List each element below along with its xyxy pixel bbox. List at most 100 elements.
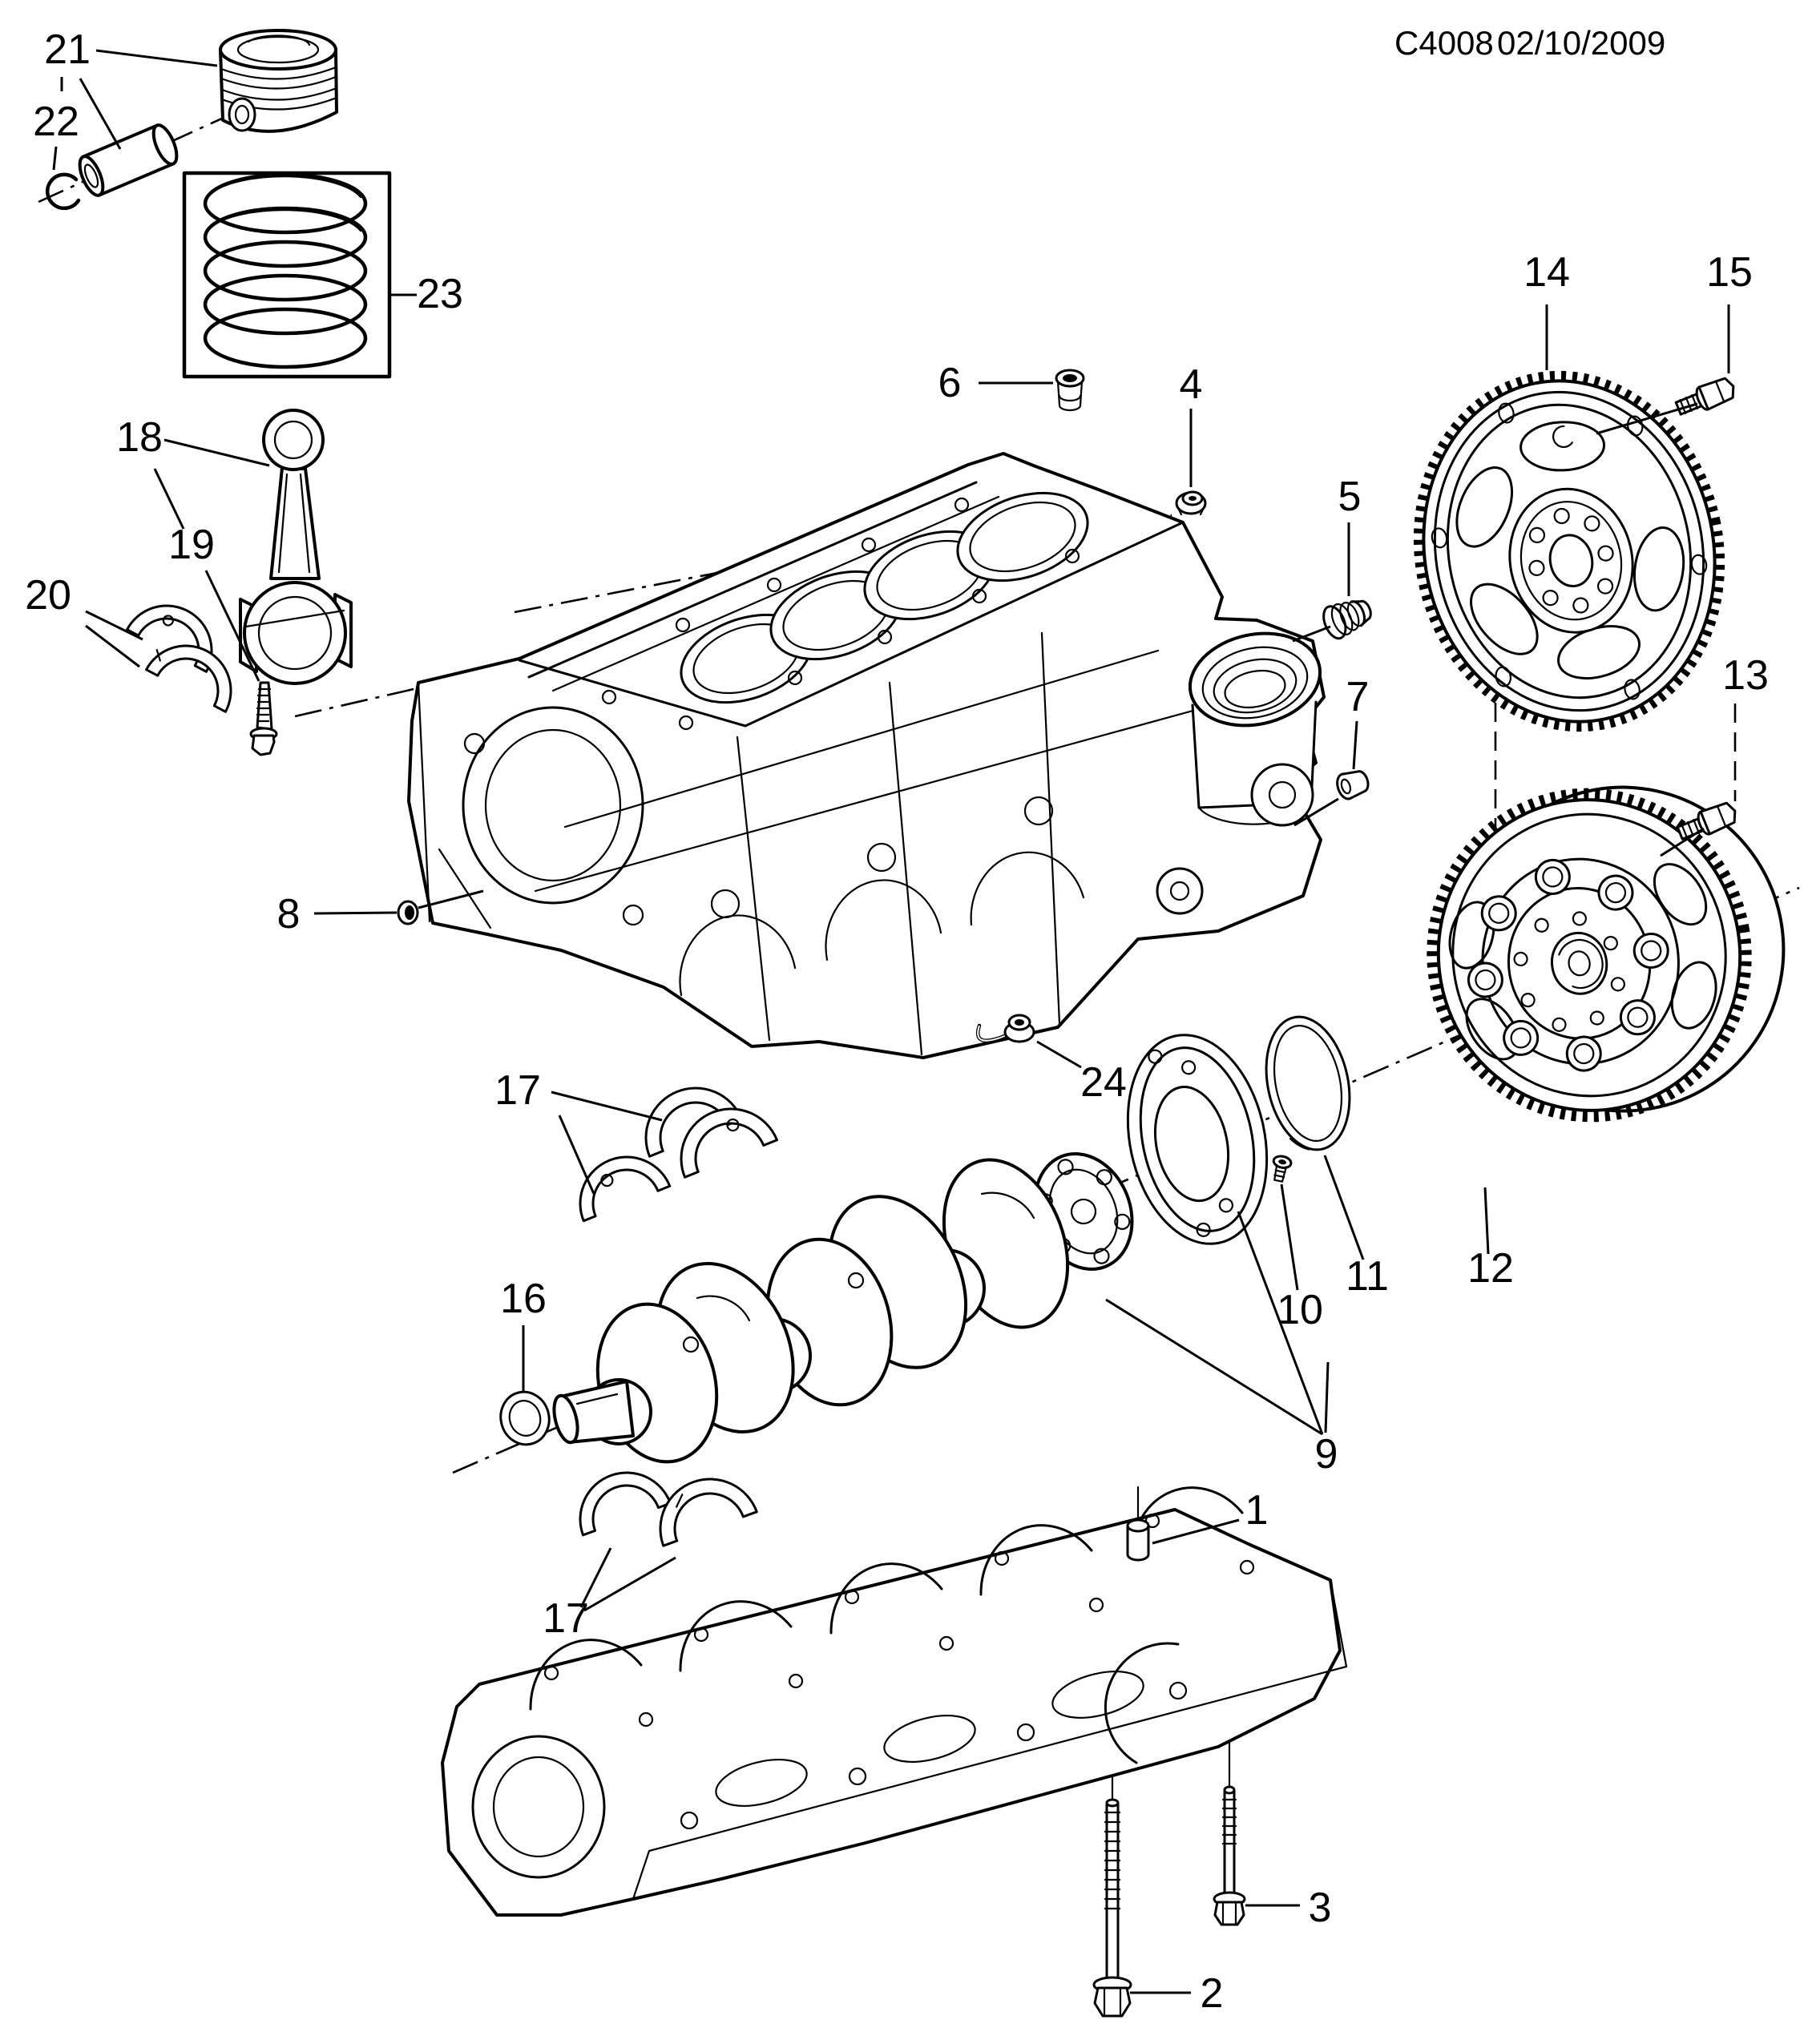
bolt-3 [1213,1785,1246,1926]
crank-nose [552,1380,635,1445]
front-crank-seal [499,1390,551,1446]
leader-9b [1237,1211,1324,1435]
reluctor-ring [1126,1034,1269,1245]
leader-17b1 [579,1547,612,1608]
callout-5: 5 [1338,474,1362,520]
crank-oil-hole-2 [682,1336,700,1353]
front-face-opening [462,706,644,905]
bedplate [441,1486,1348,1917]
reluctor-screw [1272,1155,1293,1183]
flexplate-hub [1508,487,1634,634]
deck-gasket-edge [527,481,978,679]
crank-detail-arc-1 [980,1191,1035,1220]
callout-3: 3 [1309,1885,1332,1931]
leader-8b [418,889,484,909]
figure-code: C4008 [1394,24,1494,62]
bore-4-inner [969,501,1076,573]
block-side-details [534,631,1197,1056]
callout-15: 15 [1706,249,1753,296]
cup-plug-8 [397,900,419,925]
leader-5b [1292,625,1331,643]
leader-18a [163,438,270,467]
bolt-15 [1674,377,1735,416]
callout-7: 7 [1346,674,1370,720]
rod-bolt [249,681,278,756]
bedplate-bolt-holes [543,1513,1255,1728]
dowel-bushing-1 [1126,1518,1150,1562]
screw-plug-5 [1322,599,1372,640]
water-outlet-opening [1188,631,1322,728]
leader-18b [153,468,185,530]
front-face-opening-inner [484,728,622,882]
leader-15b [1596,402,1698,435]
main-bearing-shells-lower [579,1471,758,1547]
callout-21: 21 [44,26,91,73]
leader-24 [1036,1040,1082,1069]
leader-11 [1323,1155,1365,1260]
flexplate-rim-holes [1431,402,1708,700]
bolt-2 [1092,1798,1132,2018]
deck-rib [551,495,1000,692]
callout-11: 11 [1346,1253,1389,1300]
leader-17a1 [551,1091,663,1122]
crankshaft [552,1152,1134,1464]
deck-holes [601,497,1080,731]
callout-20: 20 [25,572,71,619]
piston-pin-bore [228,97,256,132]
nut-4 [1175,490,1207,516]
callout-19: 19 [168,522,215,568]
bolt-13 [1676,801,1737,841]
piston-pin [78,123,179,197]
callout-23: 23 [417,271,463,317]
flexplate [1413,370,1725,732]
leader-10 [1280,1183,1299,1291]
callout-24: 24 [1080,1059,1127,1106]
leader-1 [1152,1518,1240,1545]
cup-plug-6 [1055,369,1085,412]
flexplate-clip [1552,425,1573,449]
leader-9c [1324,1361,1330,1433]
cylinder-block [407,452,1326,1059]
crank-oil-hole-1 [847,1272,865,1289]
leader-9a [1105,1298,1323,1436]
piston [219,29,338,133]
rod-small-end [262,409,325,471]
callout-2: 2 [1201,1970,1224,2017]
dowel-sleeve-7 [1336,770,1370,800]
piston-ring-set [182,171,392,379]
flywheel-bolt-ring [1467,858,1669,1072]
bedplate-outline [441,1508,1342,1917]
rod-shank [269,466,321,580]
leader-7 [1352,720,1358,770]
rear-main-seal [1265,1015,1351,1151]
flexplate-cutouts [1455,421,1685,680]
leader-lines [52,49,1730,1994]
leader-12 [1483,1187,1490,1255]
callout-12: 12 [1467,1245,1514,1292]
header: C4008 02/10/2009 [1394,24,1665,62]
leader-13b [1660,827,1705,857]
leader-21 [95,49,218,67]
bedplate-end-bores [471,1578,1348,1901]
leader-22 [52,146,58,171]
leader-21b [79,78,122,150]
leader-17a2 [558,1115,595,1195]
main-bearing-shells-upper [579,1087,778,1223]
callout-6: 6 [938,360,962,406]
callout-22: 22 [33,99,79,145]
callout-17: 17 [494,1067,541,1114]
leader-7b [1293,797,1339,827]
flywheel-center [1550,931,1608,995]
bedplate-side-windows [680,1671,1188,1830]
callout-17: 17 [543,1595,589,1642]
block-front-face [417,681,644,929]
callout-14: 14 [1524,249,1570,296]
callout-16: 16 [500,1276,547,1322]
callout-10: 10 [1277,1287,1323,1333]
callout-13: 13 [1722,652,1769,699]
callout-18: 18 [116,414,163,461]
rod-bearing-shells [126,604,232,713]
callout-9: 9 [1315,1431,1338,1478]
